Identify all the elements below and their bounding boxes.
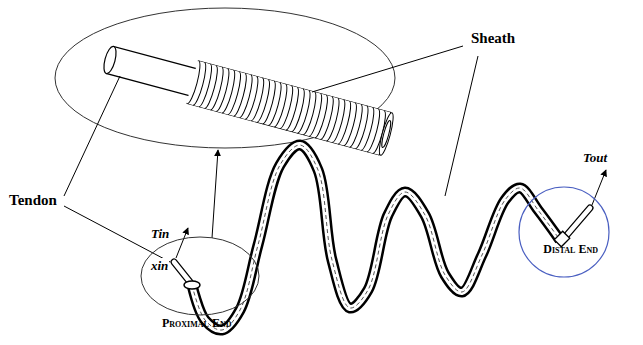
part-label: Sheath bbox=[470, 30, 516, 47]
part-label: Tendon bbox=[8, 192, 58, 209]
leader-line bbox=[445, 56, 478, 196]
signal-label: Tout bbox=[582, 150, 608, 166]
proximal-end-region: Proximal End bbox=[140, 236, 260, 316]
leader-line bbox=[64, 76, 120, 196]
region-label: Distal End bbox=[543, 242, 598, 257]
leader-line bbox=[312, 46, 463, 92]
distal-end-region: Distal End bbox=[518, 186, 610, 278]
force-arrow bbox=[176, 228, 188, 258]
signal-label: Tin bbox=[150, 226, 170, 242]
circle-outline bbox=[518, 186, 610, 278]
zoom-arrow bbox=[212, 150, 218, 238]
sheath-cable bbox=[192, 145, 560, 330]
signal-label: xin bbox=[150, 258, 169, 274]
zoom-tendon-sheath bbox=[99, 37, 395, 156]
force-arrow bbox=[592, 170, 606, 205]
leader-line bbox=[64, 206, 170, 262]
ellipse-outline bbox=[140, 236, 260, 316]
region-label: Proximal End bbox=[162, 316, 231, 331]
